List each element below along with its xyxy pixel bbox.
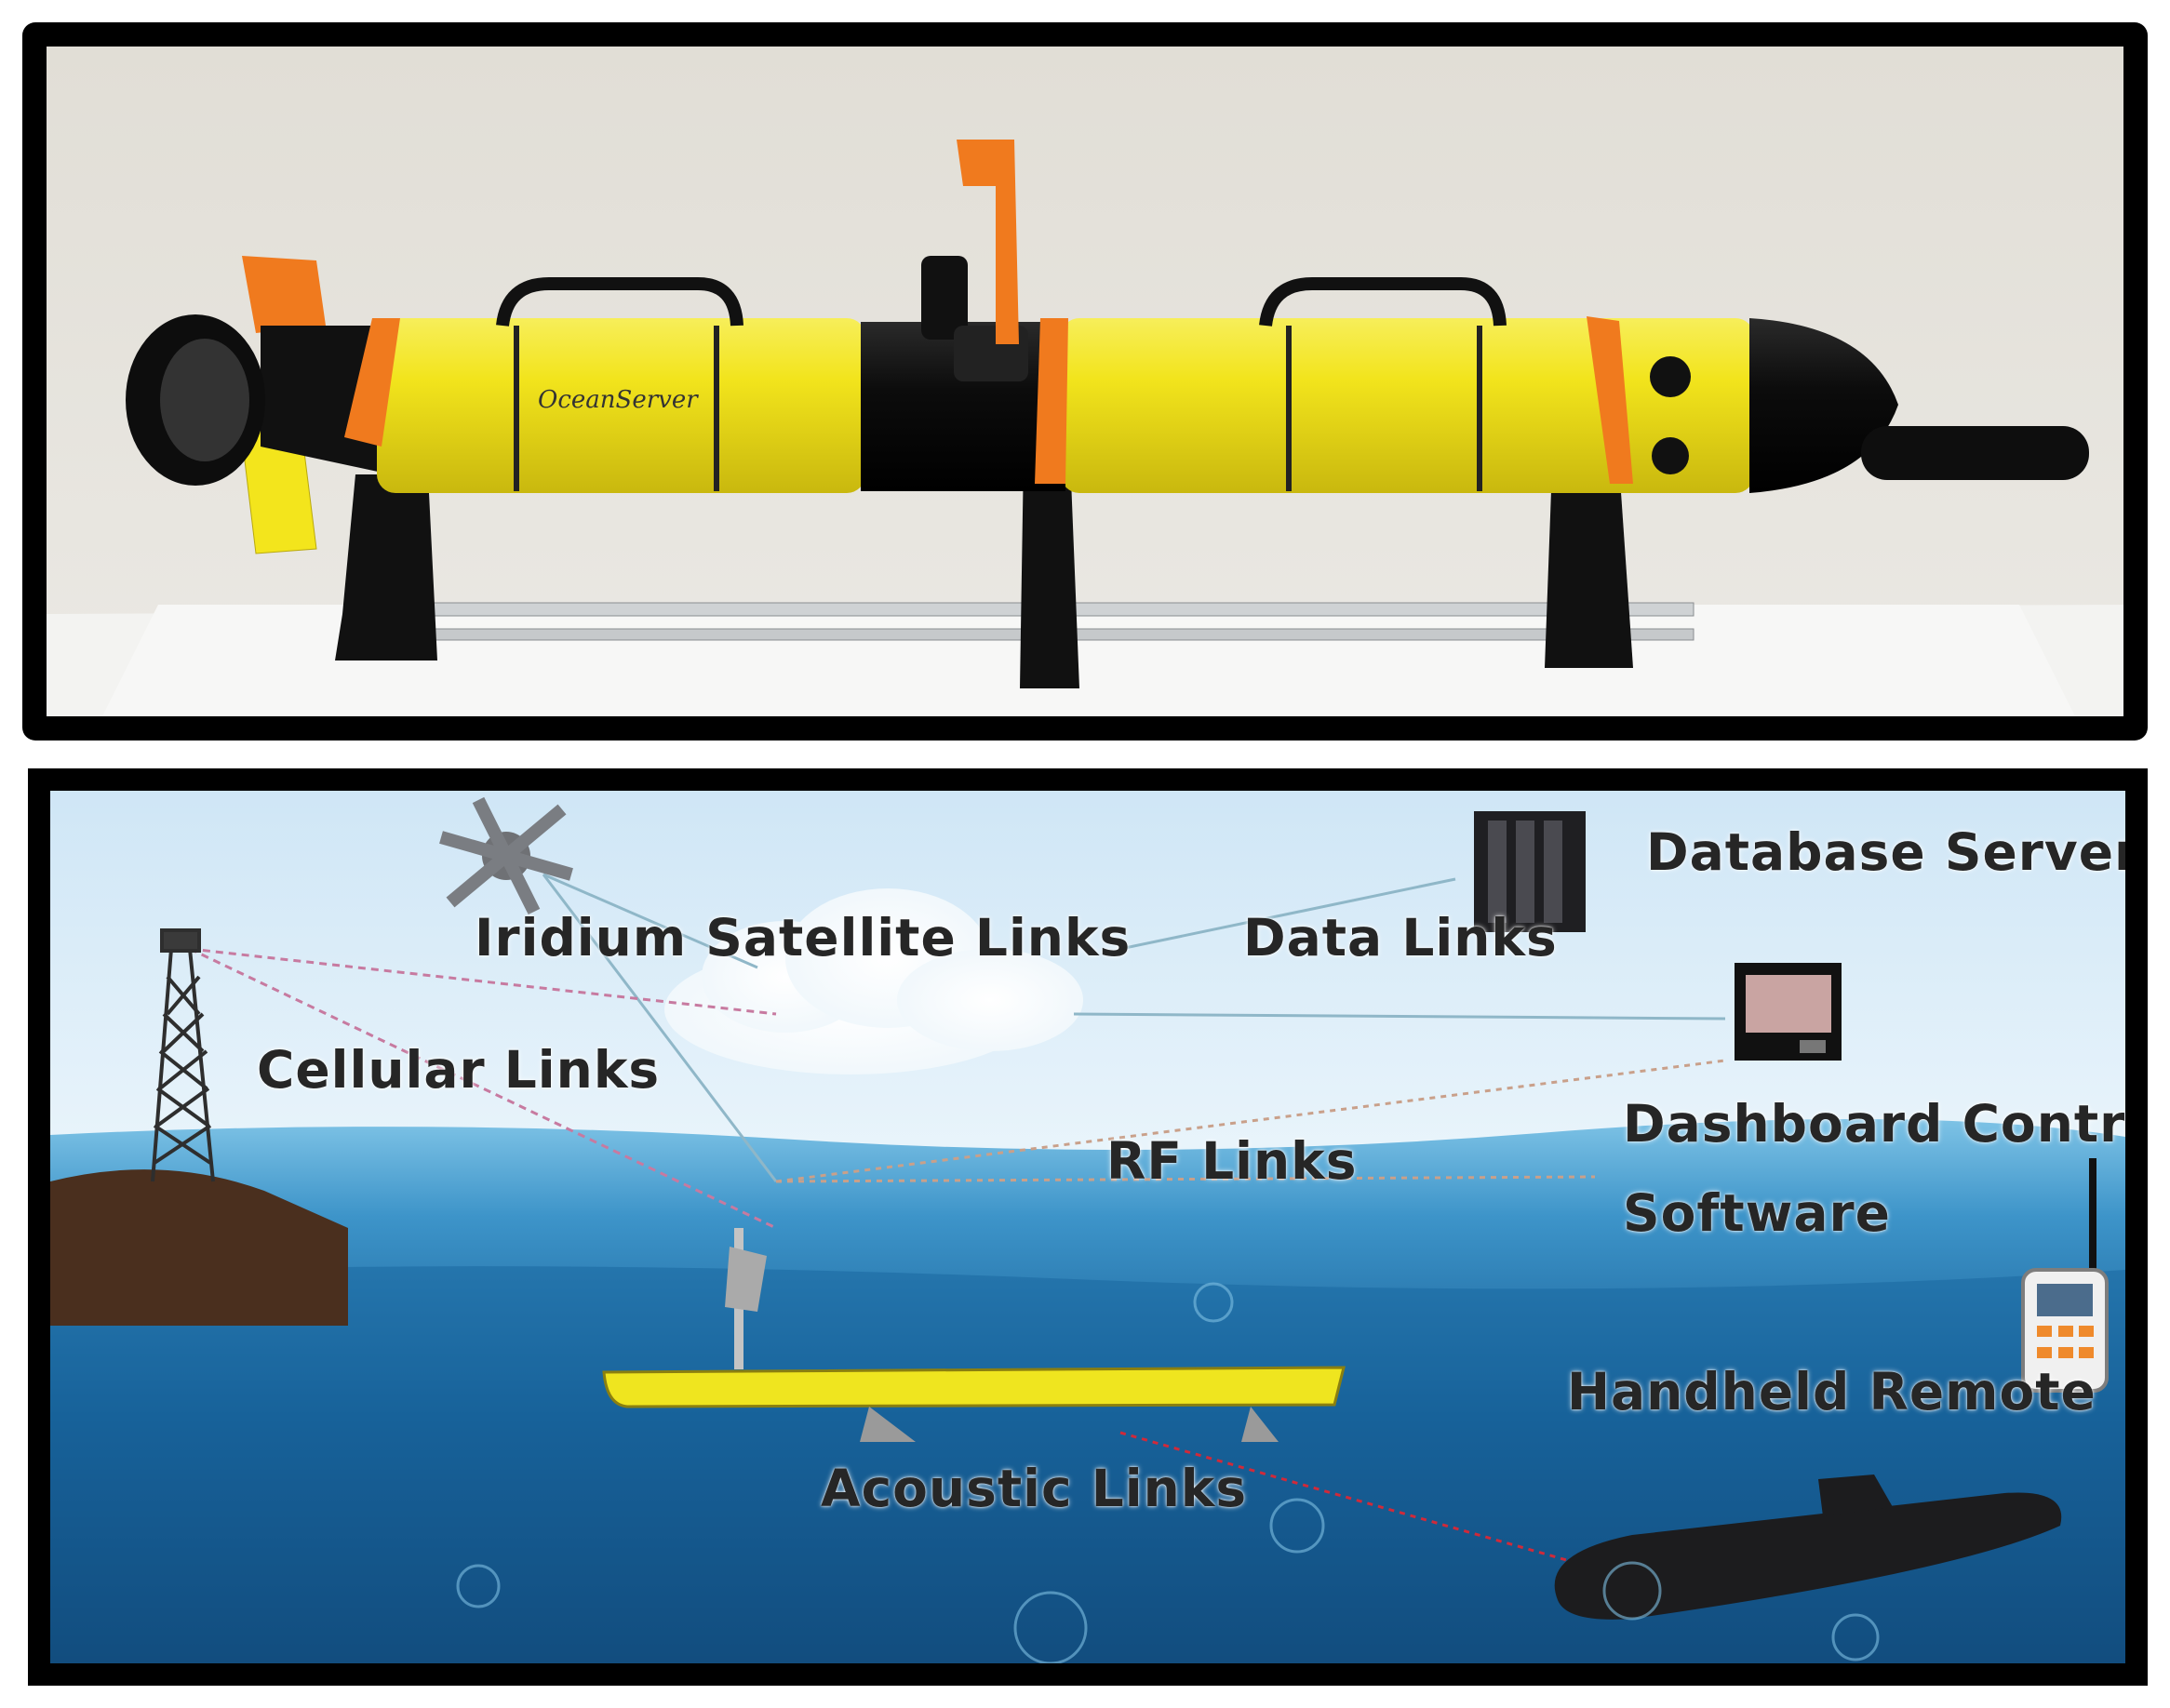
- auv-photo: OceanServer: [47, 47, 2123, 716]
- iridium-satellite-links-label: Iridium Satellite Links: [475, 908, 1132, 967]
- data-links-label: Data Links: [1243, 908, 1558, 967]
- bubbles-decoration: [456, 1282, 1880, 1663]
- dashboard-control-label-line1: Dashboard Control: [1623, 1094, 2148, 1154]
- acoustic-links-label: Acoustic Links: [821, 1459, 1248, 1518]
- cloud-icon: [664, 888, 1083, 1074]
- handheld-remote-icon: [2021, 1158, 2109, 1393]
- surface-vehicle-icon: [602, 1228, 1346, 1442]
- comms-diagram-art: [50, 791, 2125, 1663]
- cellular-links-label: Cellular Links: [257, 1040, 661, 1100]
- rf-links-label: RF Links: [1106, 1131, 1358, 1191]
- coastal-hill: [50, 1169, 348, 1326]
- handheld-remote-label: Handheld Remote: [1567, 1362, 2096, 1421]
- dashboard-control-label-line2: Software: [1623, 1183, 1891, 1243]
- cell-tower-icon: [151, 928, 215, 1182]
- comms-diagram-panel: Iridium Satellite Links Data Links Datab…: [28, 768, 2148, 1686]
- database-server-icon: [1474, 811, 1586, 932]
- satellite-icon: [439, 796, 573, 915]
- dashboard-monitor-icon: [1735, 963, 1842, 1061]
- submarine-icon: [1554, 1474, 2062, 1620]
- hull-logo-text: OceanServer: [538, 386, 699, 414]
- database-server-label: Database Server: [1646, 822, 2141, 882]
- auv-photo-panel: OceanServer: [22, 22, 2148, 741]
